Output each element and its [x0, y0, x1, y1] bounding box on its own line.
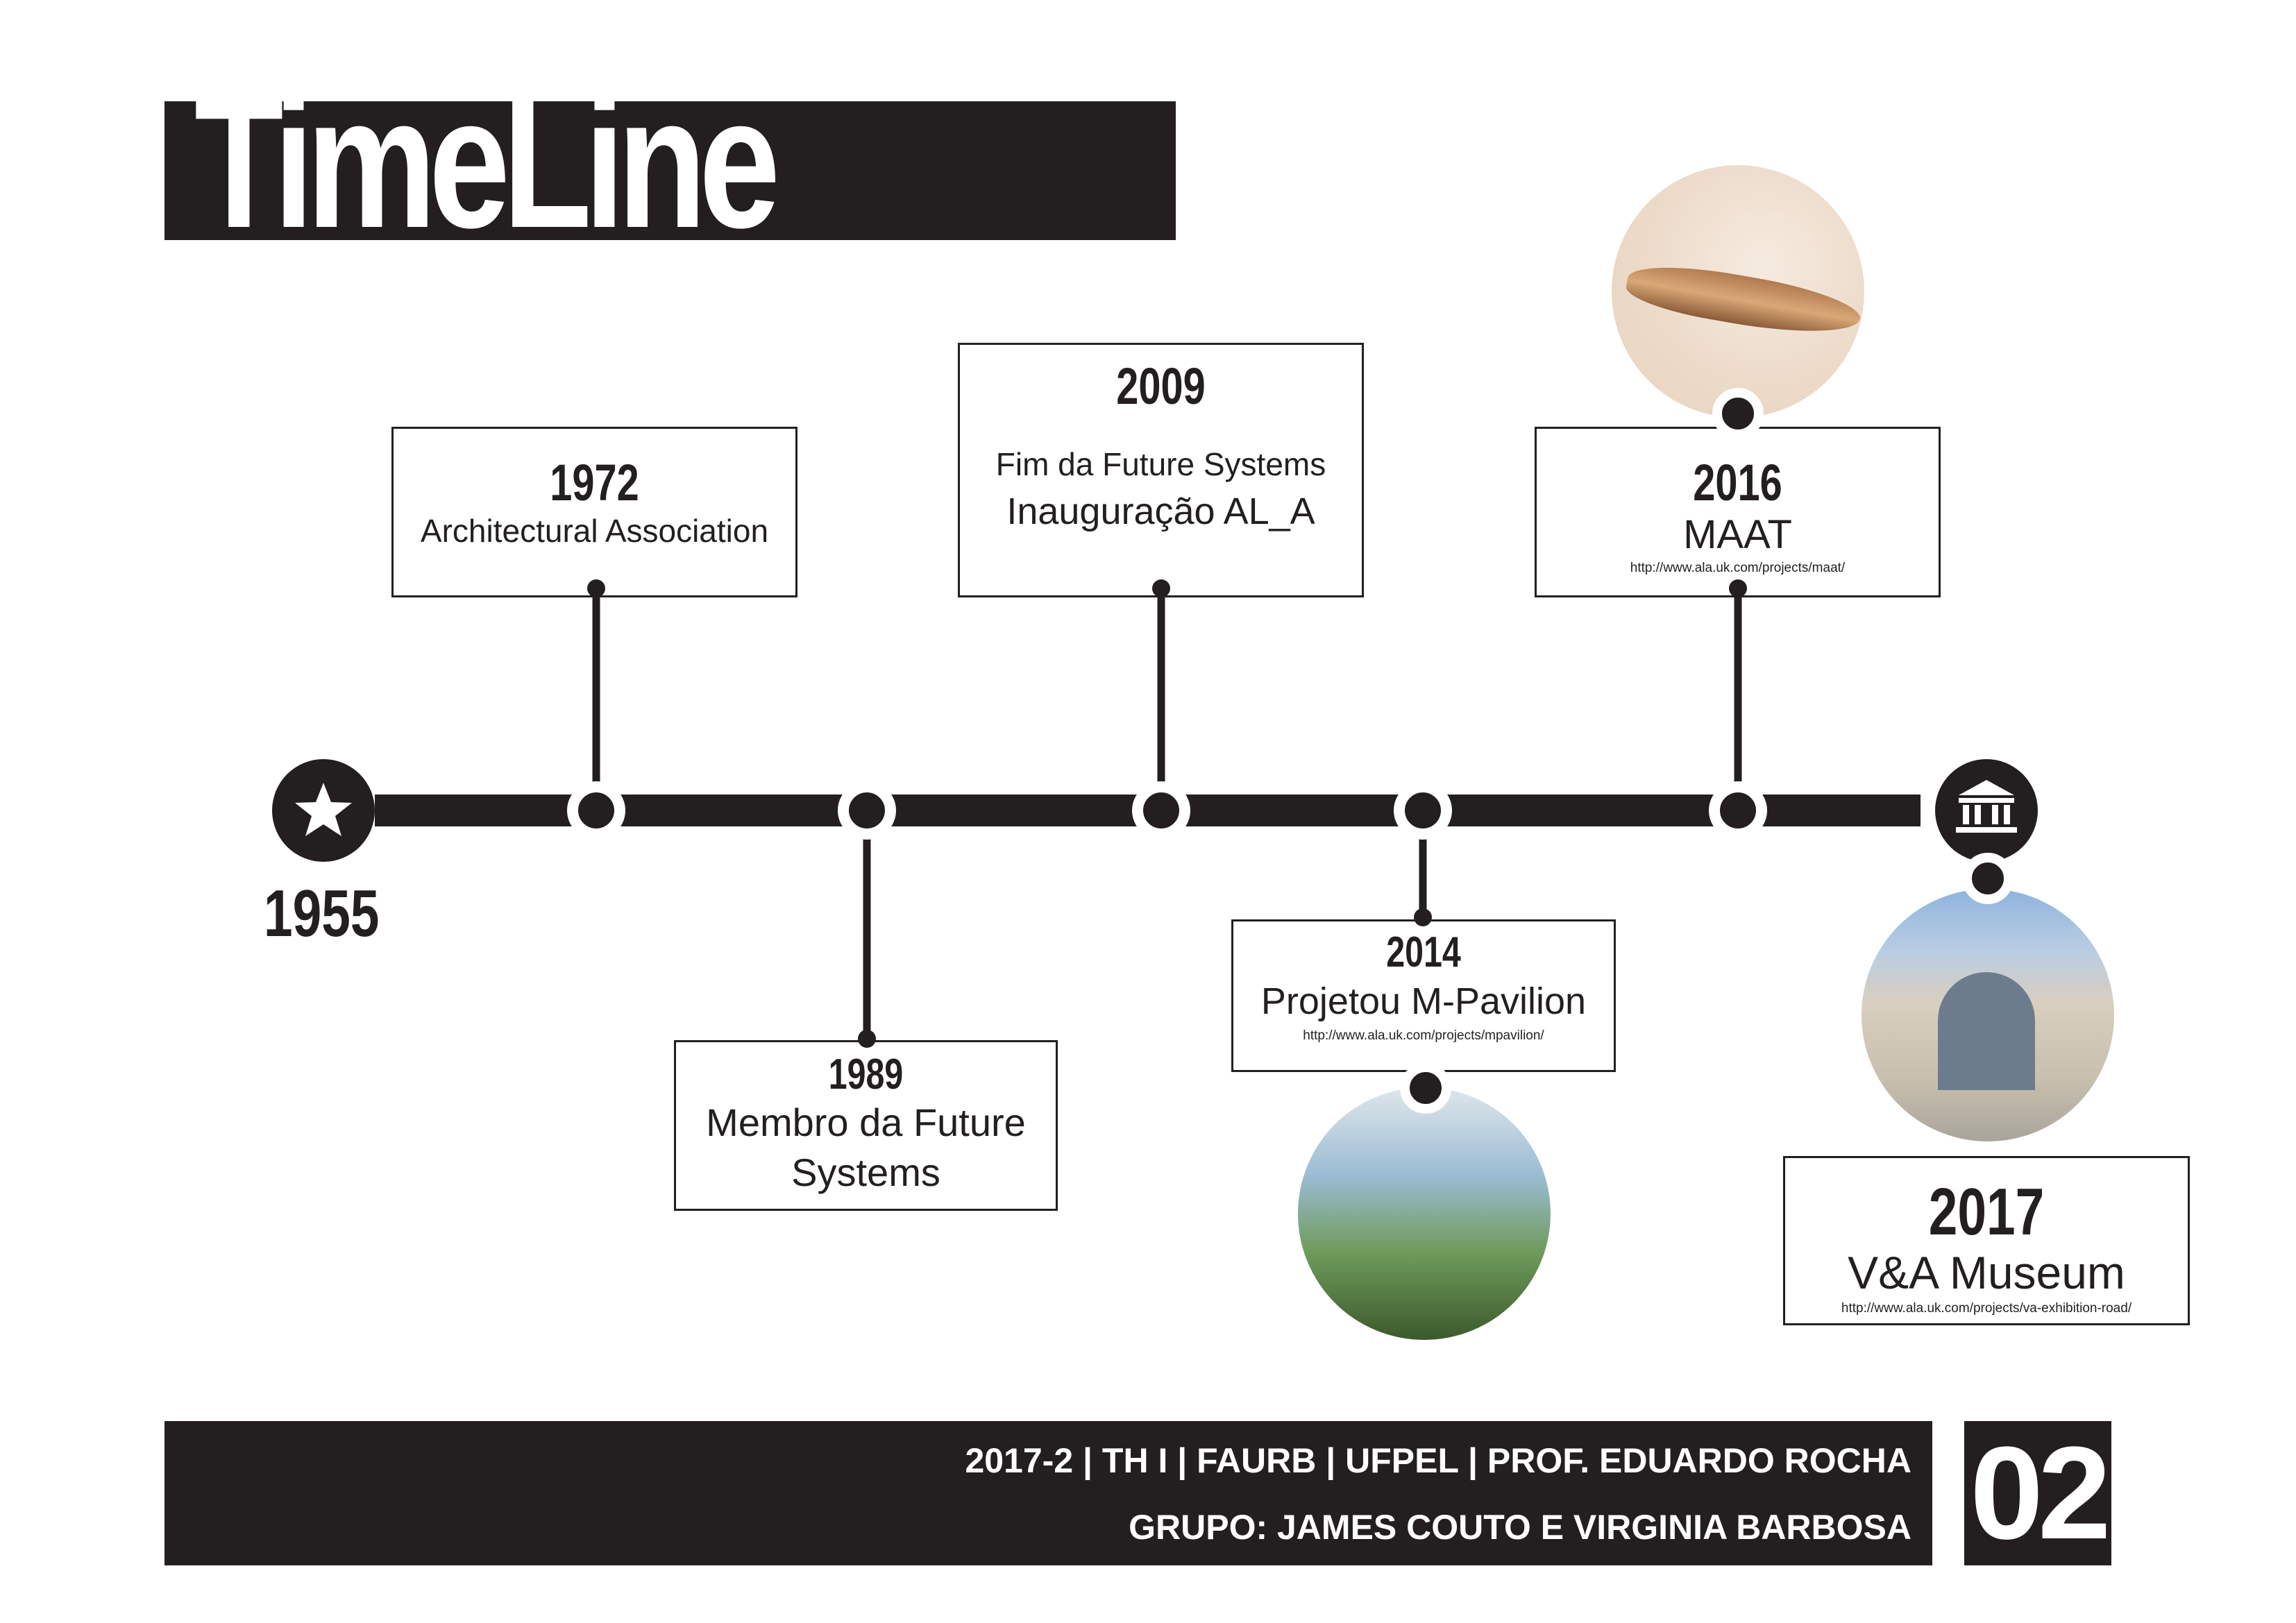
node-2014	[1394, 781, 1452, 840]
event-year: 2009	[1116, 357, 1206, 415]
va-museum-photo	[1862, 889, 2114, 1141]
event-year: 2014	[1386, 928, 1461, 976]
event-url[interactable]: http://www.ala.uk.com/projects/mpavilion…	[1303, 1028, 1544, 1043]
maat-photo	[1612, 165, 1864, 418]
title-bar	[164, 101, 1176, 240]
event-label: Architectural Association	[420, 513, 769, 549]
event-2016: 2016 MAAT http://www.ala.uk.com/projects…	[1535, 427, 1941, 597]
event-year: 2017	[1928, 1175, 2045, 1249]
event-2014: 2014 Projetou M-Pavilion http://www.ala.…	[1231, 919, 1616, 1072]
event-label: Membro da Future Systems	[706, 1101, 1026, 1194]
event-2009: 2009 Fim da Future Systems Inauguração A…	[958, 343, 1364, 597]
event-label: Projetou M-Pavilion	[1260, 980, 1587, 1022]
event-year: 1972	[550, 454, 639, 511]
footer-group-line: GRUPO: JAMES COUTO E VIRGINIA BARBOSA	[1129, 1508, 1911, 1547]
event-label-2: Inauguração AL_A	[1006, 491, 1315, 532]
page-title: TimeLine	[194, 58, 780, 267]
footer-bar: 2017-2 | TH I | FAURB | UFPEL | PROF. ED…	[164, 1421, 1932, 1565]
event-1989: 1989 Membro da Future Systems	[674, 1040, 1058, 1211]
museum-icon	[1935, 759, 2038, 862]
event-label: MAAT	[1683, 512, 1792, 557]
event-year: 1989	[828, 1051, 904, 1098]
event-label: V&A Museum	[1848, 1247, 2125, 1298]
event-url[interactable]: http://www.ala.uk.com/projects/maat/	[1630, 561, 1846, 575]
event-year: 2016	[1693, 454, 1782, 511]
event-url[interactable]: http://www.ala.uk.com/projects/va-exhibi…	[1841, 1301, 2132, 1316]
node-1989	[838, 781, 896, 840]
event-2017: 2017 V&A Museum http://www.ala.uk.com/pr…	[1783, 1156, 2190, 1325]
node-2016	[1709, 781, 1767, 840]
footer-course-line: 2017-2 | TH I | FAURB | UFPEL | PROF. ED…	[965, 1441, 1911, 1480]
page-number: 02	[1964, 1421, 2111, 1565]
start-year: 1955	[264, 876, 380, 951]
event-1972: 1972 Architectural Association	[391, 427, 797, 597]
node-2009	[1132, 781, 1190, 840]
node-1972	[567, 781, 625, 840]
mpavilion-photo	[1298, 1087, 1551, 1340]
event-label: Fim da Future Systems	[995, 446, 1326, 482]
